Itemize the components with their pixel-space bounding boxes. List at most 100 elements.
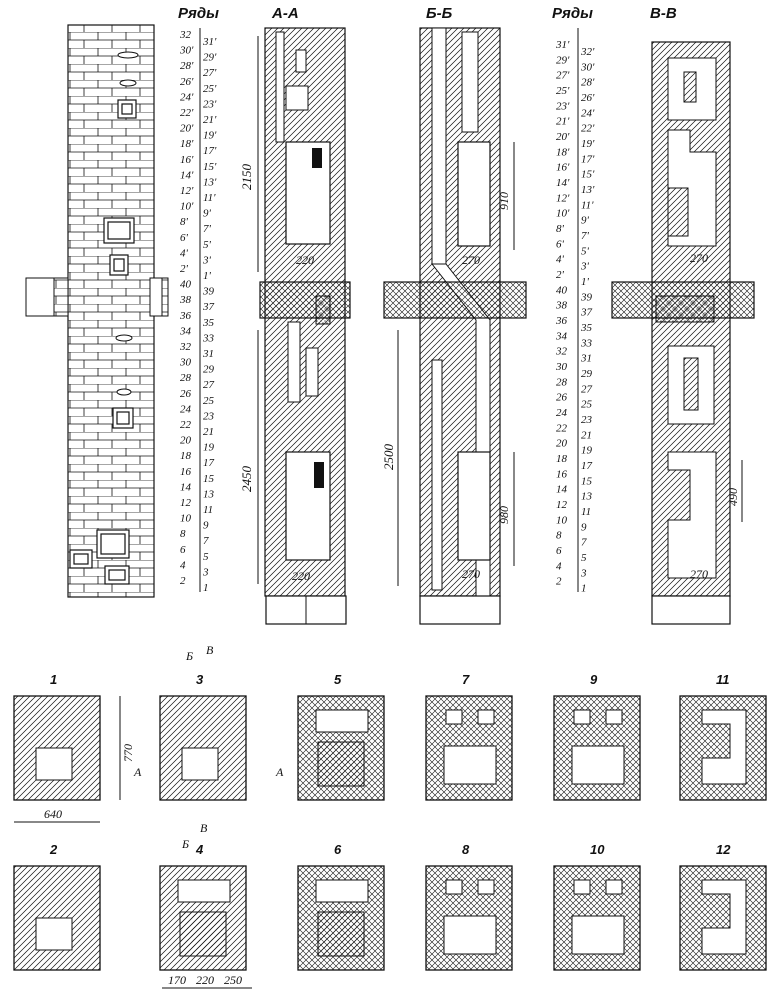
cut-mark-v-bottom: В bbox=[200, 821, 208, 835]
section-a-a: А-А 2150 2450 220 220 bbox=[239, 5, 351, 625]
row-label: 21 bbox=[581, 429, 592, 441]
cut-mark-a-left: А bbox=[133, 765, 142, 779]
row-label: 2' bbox=[180, 263, 189, 275]
row-labels-left-col2: 31'29'27'25'23'21'19'17'15'13'11'9'7'5'3… bbox=[202, 36, 217, 594]
row-label: 12 bbox=[180, 497, 192, 509]
row-label: 38 bbox=[555, 300, 568, 312]
row-label: 25 bbox=[203, 395, 215, 407]
plan-12: 12 bbox=[679, 842, 767, 971]
dim-vv-upper-firebox: 270 bbox=[690, 251, 708, 265]
plan-number: 10 bbox=[590, 842, 605, 857]
row-label: 19' bbox=[581, 138, 595, 150]
row-label: 10' bbox=[556, 208, 570, 220]
plan-1: 1 bbox=[13, 672, 101, 801]
rows-header-left: Ряды bbox=[178, 5, 219, 22]
plan-number: 1 bbox=[50, 672, 57, 687]
cut-mark-b-top: Б bbox=[185, 649, 193, 663]
facade-elevation bbox=[25, 24, 169, 598]
row-label: 28' bbox=[180, 60, 194, 72]
plan-dimensions: 640 770 170 220 250 bbox=[14, 696, 252, 989]
dim-aa-upper-firebox: 220 bbox=[296, 253, 314, 267]
row-label: 13' bbox=[203, 176, 217, 188]
cut-mark-b-bottom: Б bbox=[181, 837, 189, 851]
row-label: 7 bbox=[581, 537, 587, 549]
row-label: 7' bbox=[203, 223, 212, 235]
row-label: 23 bbox=[203, 410, 215, 422]
row-label: 31' bbox=[555, 39, 570, 51]
row-labels-right-col2: 32'30'28'26'24'22'19'17'15'13'11'9'7'5'3… bbox=[580, 46, 595, 595]
dim-aa-upper-height: 2150 bbox=[239, 164, 254, 191]
row-label: 1 bbox=[203, 582, 209, 594]
row-label: 37 bbox=[580, 307, 593, 319]
row-label: 6 bbox=[180, 544, 186, 556]
row-label: 24' bbox=[180, 91, 194, 103]
row-label: 18 bbox=[556, 453, 568, 465]
row-label: 36 bbox=[179, 310, 192, 322]
dim-plan-width: 640 bbox=[44, 807, 62, 821]
row-label: 30 bbox=[179, 357, 192, 369]
plan-number: 4 bbox=[195, 842, 204, 857]
row-label: 20' bbox=[180, 123, 194, 135]
row-label: 22 bbox=[556, 422, 568, 434]
row-label: 1' bbox=[203, 270, 212, 282]
row-label: 23' bbox=[556, 100, 570, 112]
row-label: 28 bbox=[180, 372, 192, 384]
row-label: 32 bbox=[179, 341, 192, 353]
row-label: 8 bbox=[180, 528, 186, 540]
row-label: 16' bbox=[556, 162, 570, 174]
row-label: 5 bbox=[581, 552, 587, 564]
plan-number: 7 bbox=[462, 672, 470, 687]
dim-vv-lower-firebox: 270 bbox=[690, 567, 708, 581]
row-label: 31 bbox=[580, 353, 592, 365]
dim-plan4-b: 220 bbox=[196, 973, 214, 987]
row-label: 26 bbox=[180, 388, 192, 400]
facade-doors bbox=[69, 99, 137, 585]
row-label: 39 bbox=[202, 286, 215, 298]
row-label: 32 bbox=[179, 29, 192, 41]
dim-bb-total-height: 2500 bbox=[381, 444, 396, 471]
row-label: 2' bbox=[556, 269, 565, 281]
row-label: 12 bbox=[556, 499, 568, 511]
rows-header-right: Ряды bbox=[552, 5, 593, 22]
plan-number: 8 bbox=[462, 842, 470, 857]
plan-6: 6 bbox=[297, 842, 385, 971]
dim-bb-lower-firebox: 270 bbox=[462, 567, 480, 581]
row-label: 31 bbox=[202, 348, 214, 360]
row-label: 17 bbox=[203, 457, 215, 469]
plan-number: 3 bbox=[196, 672, 204, 687]
row-label: 27 bbox=[581, 383, 593, 395]
plan-3: 3 bbox=[159, 672, 247, 801]
row-label: 1' bbox=[581, 276, 590, 288]
row-label: 13 bbox=[581, 491, 593, 503]
row-label: 30 bbox=[555, 361, 568, 373]
row-label: 1 bbox=[581, 583, 587, 595]
row-label: 9' bbox=[203, 208, 212, 220]
row-label: 11 bbox=[203, 504, 213, 516]
row-label: 22' bbox=[180, 107, 194, 119]
row-label: 11' bbox=[581, 199, 594, 211]
row-label: 31' bbox=[202, 36, 217, 48]
row-label: 26' bbox=[180, 76, 194, 88]
row-label: 20 bbox=[180, 435, 192, 447]
row-label: 19' bbox=[203, 130, 217, 142]
row-label: 4 bbox=[180, 559, 186, 571]
dim-aa-lower-height: 2450 bbox=[239, 466, 254, 493]
plan-4: 4 bbox=[159, 842, 247, 971]
row-label: 37 bbox=[202, 301, 215, 313]
row-label: 12' bbox=[180, 185, 194, 197]
row-label: 16 bbox=[556, 468, 568, 480]
row-label: 33 bbox=[580, 337, 593, 349]
row-label: 24' bbox=[581, 107, 595, 119]
row-label: 3' bbox=[580, 261, 590, 273]
row-label: 20 bbox=[556, 438, 568, 450]
row-label: 29 bbox=[203, 364, 215, 376]
row-labels-right-col1: 31'29'27'25'23'21'20'18'16'14'12'10'8'6'… bbox=[555, 39, 570, 588]
row-label: 33 bbox=[202, 332, 215, 344]
row-scale-right: Ряды 31'29'27'25'23'21'20'18'16'14'12'10… bbox=[552, 5, 595, 595]
plan-number: 12 bbox=[716, 842, 731, 857]
row-label: 9' bbox=[581, 215, 590, 227]
row-label: 30' bbox=[179, 45, 194, 57]
plan-11: 11 bbox=[679, 672, 767, 801]
row-label: 26' bbox=[581, 92, 595, 104]
